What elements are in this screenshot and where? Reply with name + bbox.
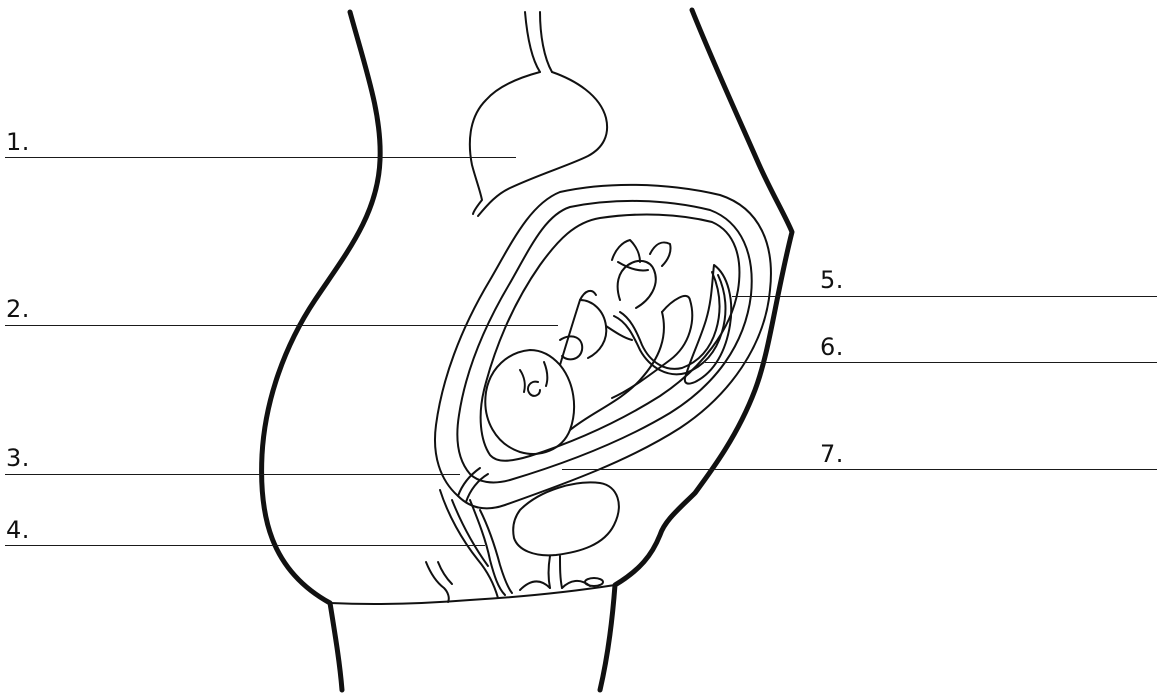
label-2: 2. [6, 297, 30, 321]
bladder [513, 482, 619, 555]
stomach [470, 12, 607, 216]
label-4: 4. [6, 518, 30, 542]
leader-line-7 [562, 469, 1157, 470]
buttock-fold [426, 562, 452, 602]
label-1: 1. [6, 130, 30, 154]
label-7: 7. [820, 442, 844, 466]
leader-line-5 [732, 296, 1157, 297]
cervix [458, 468, 488, 502]
leader-line-3 [5, 474, 460, 475]
leader-line-1 [5, 157, 516, 158]
pubic-bone [585, 578, 603, 586]
label-6: 6. [820, 335, 844, 359]
urethra [520, 556, 590, 590]
pelvic-floor-line [330, 585, 615, 604]
leader-line-4 [5, 545, 485, 546]
body-back-outline [262, 12, 381, 690]
label-5: 5. [820, 268, 844, 292]
label-3: 3. [6, 446, 30, 470]
leader-line-6 [705, 362, 1157, 363]
leader-line-2 [5, 325, 558, 326]
